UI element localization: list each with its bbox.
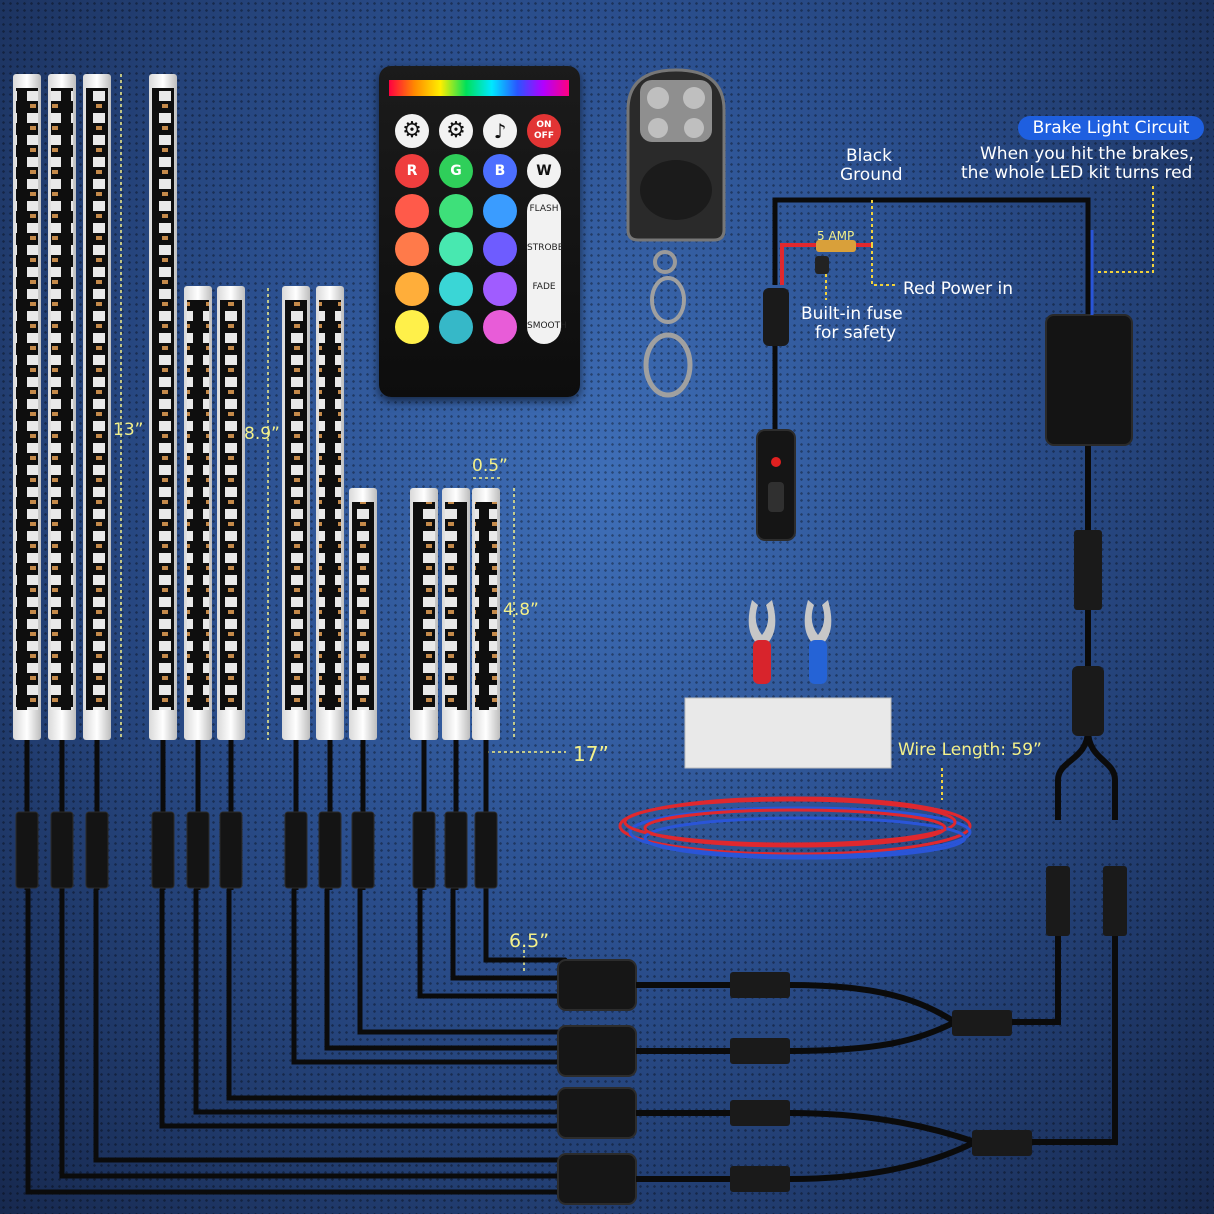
led-chip-row: [187, 300, 209, 710]
splitter-length: 6.5”: [509, 930, 550, 952]
key-fob-remote: [626, 68, 726, 398]
color-button[interactable]: [395, 310, 429, 344]
led-chip-row: [413, 502, 435, 710]
strip-plug: [351, 811, 375, 889]
music-note-icon[interactable]: ♪: [483, 114, 517, 148]
strip-plug: [50, 811, 74, 889]
brake-module: [1045, 230, 1133, 446]
wire-length-label: Wire Length: 59”: [898, 740, 1042, 760]
led-chip-row: [16, 88, 38, 710]
color-button[interactable]: [395, 232, 429, 266]
strip-plug: [219, 811, 243, 889]
strip-plug: [412, 811, 436, 889]
mode-buttons: FLASH STROBE FADE SMOOTH: [527, 194, 567, 344]
red-power-label: Red Power in: [903, 279, 1014, 299]
strip-plug: [151, 811, 175, 889]
dimension-lines: [120, 74, 566, 972]
led-chip-row: [86, 88, 108, 710]
adhesive-pad: [684, 697, 892, 769]
green-button[interactable]: G: [439, 154, 473, 188]
color-button[interactable]: [483, 194, 517, 228]
switch-box: [756, 429, 796, 541]
cable-length: 17”: [573, 742, 609, 766]
gear-icon[interactable]: ⚙: [439, 114, 473, 148]
control-wiring: [772, 197, 1091, 430]
strip-plug: [85, 811, 109, 889]
strobe-button[interactable]: STROBE: [527, 243, 564, 253]
color-button[interactable]: [395, 194, 429, 228]
strip-plug: [444, 811, 468, 889]
led-chip-row: [220, 300, 242, 710]
brake-desc-line-2: the whole LED kit turns red: [961, 163, 1193, 183]
strip-plug: [474, 811, 498, 889]
spade-terminals: [748, 600, 832, 684]
led-chip-row: [475, 502, 497, 710]
color-button[interactable]: [439, 194, 473, 228]
fuse-holder: [815, 240, 856, 274]
led-chip-row: [285, 300, 307, 710]
color-button[interactable]: [439, 232, 473, 266]
color-button[interactable]: [483, 232, 517, 266]
strip-width: 0.5”: [472, 456, 508, 476]
fuse-label-2: for safety: [815, 323, 897, 343]
strip-plug: [186, 811, 210, 889]
color-button[interactable]: [439, 272, 473, 306]
short-strip-length: 4.8”: [503, 600, 539, 620]
inline-connector: [763, 288, 789, 346]
off-label: OFF: [534, 131, 554, 141]
fuse-rating-label: 5 AMP: [817, 229, 855, 243]
strip-connectors: [15, 740, 498, 890]
long-strip-length: 13”: [113, 420, 144, 440]
led-chip-row: [319, 300, 341, 710]
blue-button[interactable]: B: [483, 154, 517, 188]
wire-coil: [618, 796, 972, 860]
brake-desc-line-1: When you hit the brakes,: [980, 144, 1194, 164]
strip-plug: [284, 811, 308, 889]
splitter-hubs: [557, 445, 1127, 1205]
white-button[interactable]: W: [527, 154, 561, 188]
black-ground-label-1: Black: [846, 146, 892, 166]
fade-button[interactable]: FADE: [532, 282, 556, 292]
strip-cables: [25, 887, 568, 1195]
on-label: ON: [536, 120, 552, 130]
flash-button[interactable]: FLASH: [529, 204, 559, 214]
color-button[interactable]: [439, 310, 473, 344]
led-chip-row: [51, 88, 73, 710]
led-chip-row: [152, 88, 174, 710]
mid-strip-length: 8.9”: [244, 424, 280, 444]
smooth-button[interactable]: SMOOTH: [527, 321, 567, 331]
strip-plug: [15, 811, 39, 889]
gear-icon[interactable]: ⚙: [395, 114, 429, 148]
strip-plug: [318, 811, 342, 889]
brake-circuit-badge: Brake Light Circuit: [1018, 116, 1204, 140]
led-chip-row: [445, 502, 467, 710]
fuse-label-1: Built-in fuse: [801, 304, 903, 324]
color-button[interactable]: [395, 272, 429, 306]
led-strips: [13, 74, 500, 740]
black-ground-label-2: Ground: [840, 165, 903, 185]
color-button[interactable]: [483, 272, 517, 306]
led-chip-row: [352, 502, 374, 710]
remote-color-strip: [389, 80, 569, 96]
red-button[interactable]: R: [395, 154, 429, 188]
color-button[interactable]: [483, 310, 517, 344]
